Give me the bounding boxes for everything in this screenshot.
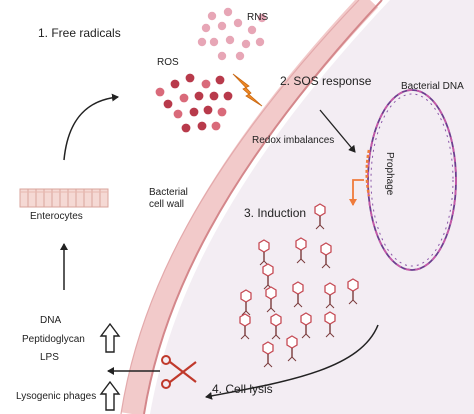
bacteriophage-icon (258, 239, 270, 266)
ros-particle (211, 121, 221, 131)
bacteriophage-icon (320, 242, 332, 269)
ros-particle (201, 79, 211, 89)
ros-particle (217, 107, 227, 117)
ros-particle (181, 123, 191, 133)
scissors-icon (161, 355, 197, 389)
ros-particle (194, 91, 204, 101)
rns-particle (225, 35, 235, 45)
bacteriophage-icon (286, 335, 298, 362)
ros-particle (173, 109, 183, 119)
rns-label: RNS (247, 12, 269, 23)
bacteriophage-icon (262, 341, 274, 368)
ros-particle (179, 93, 189, 103)
curved-arrow-to-free-radicals (63, 93, 119, 161)
ros-particle (189, 107, 199, 117)
rns-particle (257, 13, 267, 23)
bacteriophage-icon (324, 311, 336, 338)
bacteriophage-icon (292, 281, 304, 308)
bacterial-cell-interior (150, 0, 474, 414)
rns-particle (223, 7, 233, 17)
bacteriophage-icon (300, 312, 312, 339)
ros-particle (223, 91, 233, 101)
lps-label: LPS (40, 352, 59, 363)
ros-particle (170, 79, 180, 89)
ros-label: ROS (157, 57, 179, 68)
ros-particle (163, 99, 173, 109)
hollow-up-arrow-icon (99, 322, 121, 353)
rns-particle (217, 21, 227, 31)
ros-particle (155, 87, 165, 97)
rns-particle (209, 37, 219, 47)
bacterial-cell-wall-label: Bacterial cell wall (149, 187, 188, 211)
curved-arrow-to-cell-lysis (205, 324, 379, 400)
bacteriophage-icon (239, 313, 251, 340)
enterocytes-label: Enterocytes (30, 211, 83, 222)
rns-particle (235, 51, 245, 61)
dna-label: DNA (40, 315, 62, 326)
rns-particle (217, 51, 227, 61)
bacteriophage-icon (270, 313, 282, 340)
ros-particle (185, 73, 195, 83)
ros-particle (197, 121, 207, 131)
prophage-label: Prophage (384, 152, 395, 196)
bacteriophage-icon (324, 282, 336, 309)
bacteriophage-icon (265, 286, 277, 313)
prophage-excision-arrow (349, 179, 364, 206)
ros-particle (203, 105, 213, 115)
step-free-radicals-label: 1. Free radicals (38, 26, 121, 40)
bacteriophage-icon (240, 289, 252, 316)
cell-wall-inner-line (143, 0, 383, 414)
lysogenic-phages-label: Lysogenic phages (16, 391, 97, 402)
lightning-bolt-icon (232, 73, 263, 107)
rns-particle (201, 23, 211, 33)
ros-particles (155, 73, 233, 133)
rns-particle (207, 11, 217, 21)
bacteriophage-icon (314, 203, 326, 230)
bacteriophage-icon (347, 278, 359, 305)
peptidoglycan-label: Peptidoglycan (22, 334, 85, 345)
rns-particles (197, 7, 267, 61)
bacteriophage-icon (295, 237, 307, 264)
step-sos-response-label: 2. SOS response (280, 74, 372, 88)
step-induction-label: 3. Induction (244, 206, 307, 220)
cell-wall-outer-band (121, 0, 379, 414)
bacteriophage-group (239, 203, 359, 368)
bacterial-dna-label: Bacterial DNA (401, 81, 464, 92)
rns-particle (233, 18, 243, 28)
step-cell-lysis-label: 4. Cell lysis (212, 382, 273, 396)
bacterial-cell-wall-line1: Bacterial (149, 187, 188, 198)
rns-particle (197, 37, 207, 47)
prophage-segment (365, 149, 371, 197)
enterocytes-layer (19, 188, 109, 208)
ros-particle (209, 91, 219, 101)
arrow-redox-to-dna (319, 109, 356, 153)
cell-wall-outer-line (120, 0, 360, 414)
redox-imbalances-label: Redox imbalances (252, 135, 335, 146)
rns-particle (247, 25, 257, 35)
rns-particle (241, 39, 251, 49)
bacterial-cell-wall-line2: cell wall (149, 199, 185, 210)
ros-particle (215, 75, 225, 85)
hollow-up-arrow-icon (99, 380, 121, 411)
rns-particle (255, 37, 265, 47)
